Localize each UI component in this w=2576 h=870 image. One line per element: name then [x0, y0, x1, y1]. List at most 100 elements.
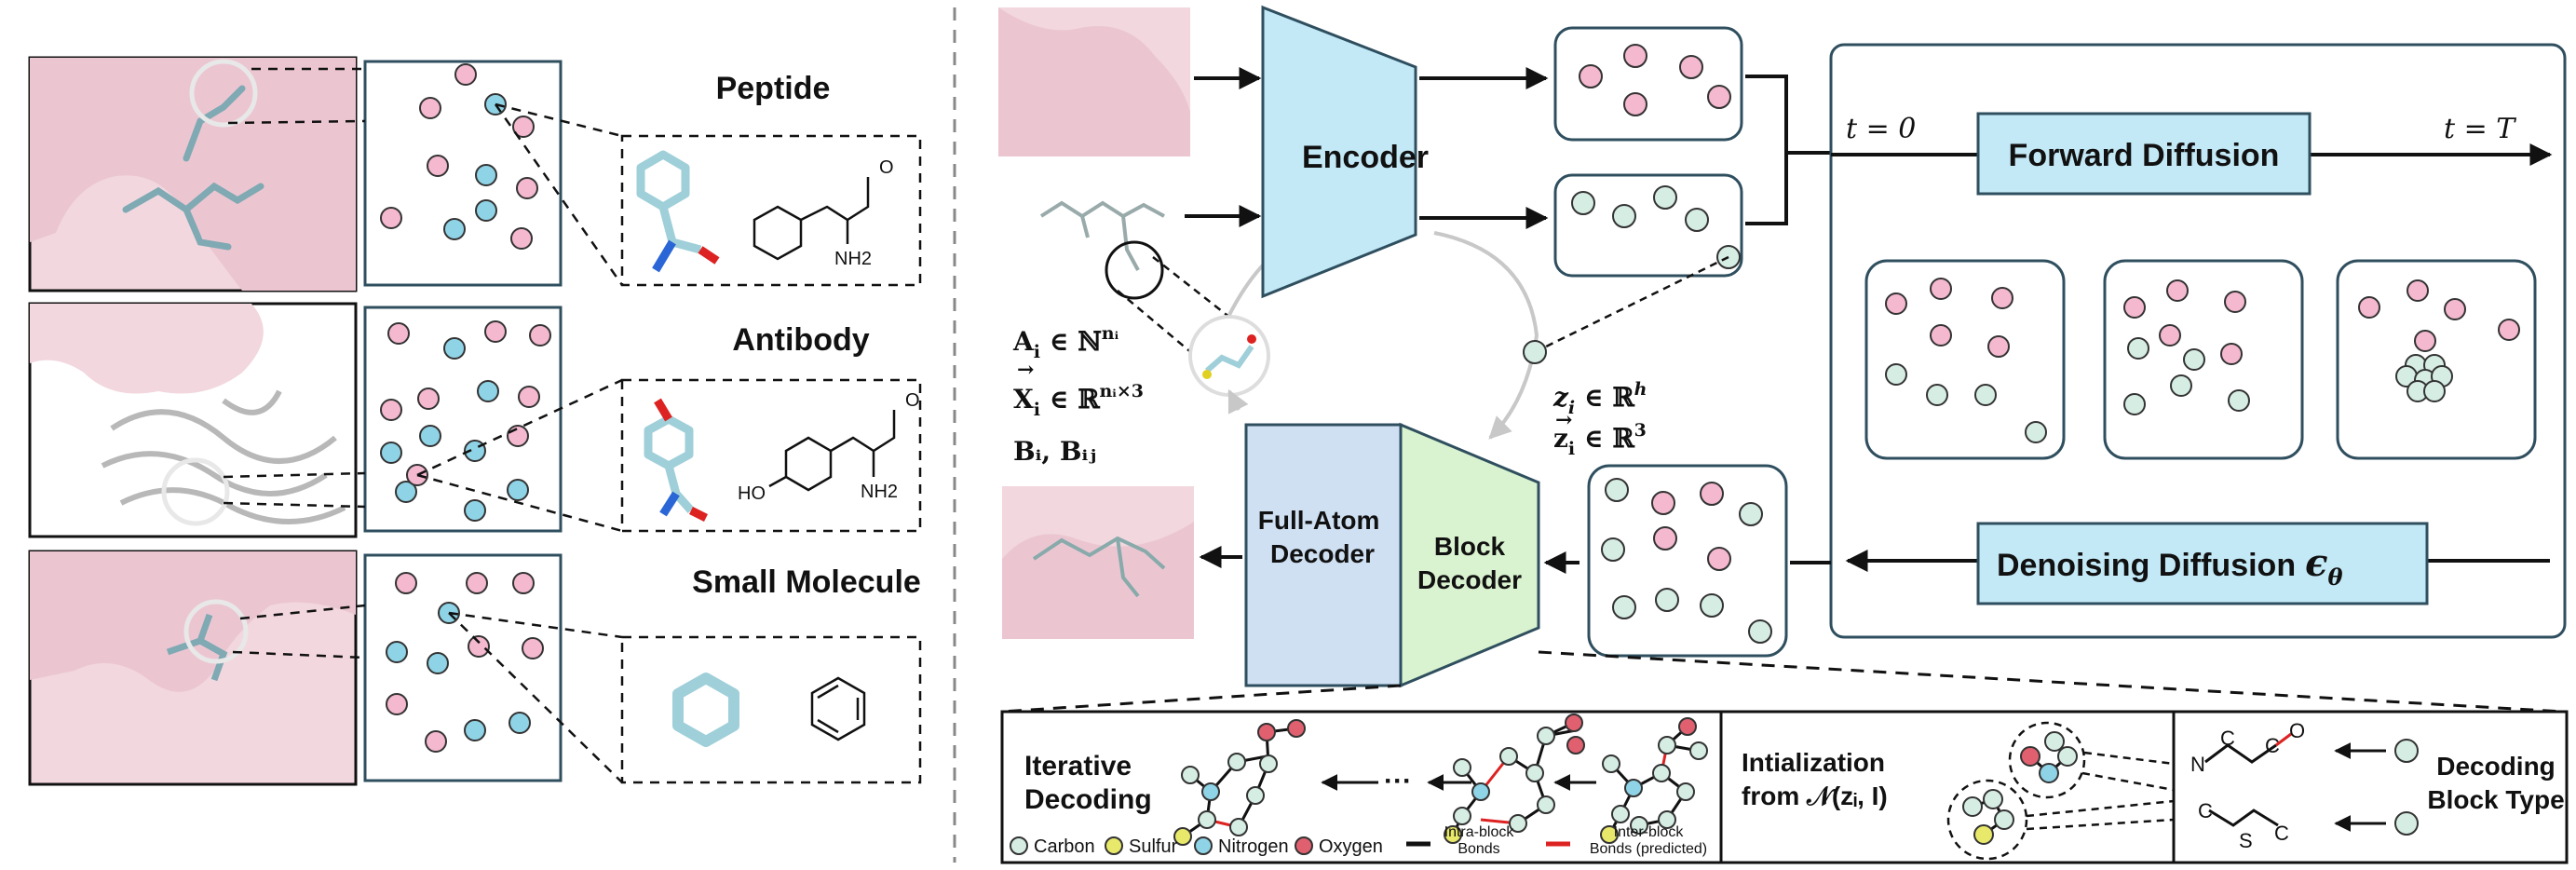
noise-state-2-points — [2123, 279, 2250, 415]
decoding-graph-1-atoms — [1173, 719, 1306, 846]
denoised-latent-points — [1601, 478, 1772, 644]
t-end-label: t = T — [2444, 113, 2516, 145]
peptide-title: Peptide — [716, 71, 831, 106]
small-molecule-latent-points — [386, 572, 544, 753]
antibody-2d-structure — [768, 410, 896, 492]
peptide-zoom-lines — [227, 67, 624, 286]
init-cluster-1 — [2008, 721, 2086, 799]
svg-text:S: S — [2239, 829, 2253, 852]
peptide-surface-shade — [30, 58, 356, 291]
cycle-arc-left — [1227, 388, 1249, 415]
antibody-ho-label: HO — [738, 483, 766, 504]
peptide-o-label: O — [879, 157, 894, 178]
forward-diffusion-box — [1976, 112, 2312, 196]
svg-text:→: → — [1017, 358, 1034, 382]
cycle-arc-right — [1433, 231, 1539, 440]
small-molecule-surface-shade — [30, 551, 356, 692]
legend-oxygen-label: Oxygen — [1319, 836, 1383, 857]
input-zoom-circle — [1105, 240, 1164, 300]
denoised-latent-box — [1587, 464, 1788, 658]
block-zoom-inset — [1117, 256, 1270, 397]
decoding-graph-3-atoms — [1600, 717, 1708, 844]
small-molecule-chem-box — [620, 635, 922, 784]
legend-nitrogen-swatch — [1194, 836, 1213, 855]
legend: Carbon Sulfur Nitrogen Oxygen Intra-bloc… — [1010, 824, 1707, 857]
block-decoder-block — [1399, 422, 1540, 688]
antibody-nh2-label: NH2 — [861, 482, 898, 502]
peptide-latent-box — [363, 60, 563, 287]
init-zoom-lines — [2026, 751, 2175, 831]
peptide-highlight-circle — [189, 59, 258, 128]
noise-state-3-points — [2358, 279, 2520, 402]
svg-text:O: O — [2289, 719, 2305, 742]
antibody-latent-points — [380, 320, 551, 522]
block-type-thioether: C S C — [2198, 799, 2289, 852]
small-molecule-row: Small Molecule — [28, 550, 922, 786]
ellipsis: ··· — [1384, 766, 1412, 796]
small-molecule-zoom-lines — [232, 604, 623, 783]
pipeline: Ai ∈ ℕnᵢ Xi ∈ ℝnᵢ×3 → Bᵢ, Bᵢⱼ Encoder — [998, 5, 1831, 688]
small-molecule-title: Small Molecule — [692, 564, 921, 600]
legend-carbon-label: Carbon — [1034, 836, 1095, 857]
svg-text:C: C — [2265, 734, 2280, 757]
antibody-row: Antibody HO O NH2 — [28, 302, 922, 538]
svg-text:C: C — [2274, 822, 2289, 845]
encoder-label: Encoder — [1302, 140, 1429, 175]
antibody-surface — [30, 304, 264, 394]
peptide-nh2-label: NH2 — [834, 249, 872, 269]
bottom-zoom-line-right — [1538, 650, 2564, 714]
denoising-diffusion-box — [1976, 522, 2429, 605]
encoder-block — [1261, 5, 1417, 299]
latent-point-zoom — [1523, 340, 1547, 364]
output-molecule — [1032, 536, 1166, 598]
peptide-stick-model — [122, 85, 264, 251]
svg-text:C: C — [2220, 727, 2235, 750]
legend-sulfur-label: Sulfur — [1129, 836, 1178, 857]
block-type-latent-2 — [2394, 811, 2419, 836]
noise-state-1 — [1864, 259, 2066, 460]
latent-x-box — [1553, 173, 1743, 278]
peptide-latent-points — [380, 63, 538, 250]
legend-carbon-swatch — [1010, 836, 1028, 855]
svg-text:Bᵢ, Bᵢⱼ: Bᵢ, Bᵢⱼ — [1013, 436, 1096, 467]
antibody-title: Antibody — [732, 322, 869, 358]
forward-diffusion-label: Forward Diffusion — [2009, 138, 2280, 173]
input-molecule — [1039, 200, 1165, 271]
t-start-label: t = 0 — [1846, 113, 1916, 145]
peptide-3d-residue — [636, 150, 720, 273]
input-math: Ai ∈ ℕnᵢ Xi ∈ ℝnᵢ×3 → Bᵢ, Bᵢⱼ — [1012, 323, 1144, 467]
svg-text:→: → — [1555, 408, 1572, 432]
block-type-latent-1 — [2394, 739, 2419, 763]
decoding-graph-2-atoms — [1444, 714, 1585, 844]
antibody-ribbon — [101, 389, 346, 524]
init-cluster-1-atoms — [2020, 731, 2078, 783]
full-atom-decoder-label: Full-Atom Decoder — [1258, 506, 1387, 568]
small-molecule-highlight-circle — [183, 599, 249, 664]
latent-x-points — [1571, 185, 1741, 269]
left-panel: Peptide O NH2 — [28, 56, 922, 786]
latent-zoom-line — [1538, 255, 1729, 352]
latent-math: zi ∈ ℝh zi ∈ ℝ3 → — [1552, 379, 1647, 459]
small-molecule-stick-model — [166, 613, 228, 682]
small-molecule-3d-ring — [672, 673, 739, 747]
antibody-zoom-lines — [223, 378, 623, 533]
svg-text:Xi ∈ ℝnᵢ×3: Xi ∈ ℝnᵢ×3 — [1013, 381, 1144, 420]
svg-text:N: N — [2190, 753, 2205, 776]
block-type-amide: N C C O — [2190, 719, 2305, 776]
peptide-row: Peptide O NH2 — [28, 56, 922, 292]
svg-text:zi ∈ ℝ3: zi ∈ ℝ3 — [1553, 420, 1647, 459]
peptide-2d-structure — [752, 177, 870, 261]
svg-text:Ai ∈ ℕnᵢ: Ai ∈ ℕnᵢ — [1012, 323, 1119, 362]
legend-nitrogen-label: Nitrogen — [1218, 836, 1289, 857]
svg-text:C: C — [2198, 799, 2213, 822]
small-molecule-2d-ring — [810, 676, 866, 741]
